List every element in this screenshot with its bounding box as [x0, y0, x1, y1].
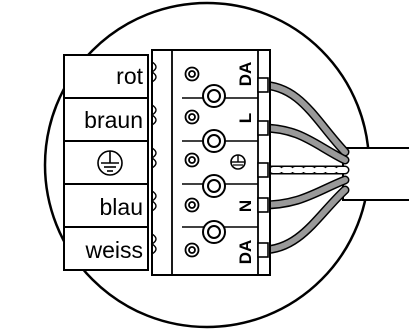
clamp-screws	[202, 84, 226, 244]
terminal-label-da-top: DA	[236, 62, 255, 87]
wire-bottom-outer	[257, 185, 350, 255]
label-blau: blau	[100, 194, 143, 220]
label-table: rot braun blau weiss	[63, 54, 149, 271]
hole-icon	[188, 113, 196, 121]
hole-icon	[188, 156, 196, 164]
hole-icon	[188, 70, 196, 78]
wire-top-inner	[257, 123, 350, 165]
block-ridges	[150, 61, 157, 255]
terminal-label-n: N	[236, 200, 255, 212]
label-weiss: weiss	[84, 237, 143, 263]
wire-bottom-inner	[257, 175, 350, 210]
connector-tabs	[257, 77, 269, 258]
screw-icon	[202, 84, 226, 108]
label-braun: braun	[84, 107, 143, 133]
terminal-label-l: L	[236, 113, 255, 123]
hole-icon	[188, 246, 196, 254]
screw-icon	[202, 220, 226, 244]
cable-jacket	[340, 147, 409, 201]
wire-top-outer	[255, 80, 350, 157]
wire-set	[255, 80, 350, 255]
hole-icon	[188, 201, 196, 209]
screw-icon	[202, 129, 226, 153]
earth-screw-icon	[230, 154, 246, 170]
terminal-label-da-bottom: DA	[236, 240, 255, 265]
label-rot: rot	[116, 63, 143, 89]
terminal-block: DA L N DA	[150, 49, 271, 276]
protective-earth-icon	[97, 150, 123, 176]
hole-set	[184, 66, 200, 258]
screw-icon	[202, 174, 226, 198]
